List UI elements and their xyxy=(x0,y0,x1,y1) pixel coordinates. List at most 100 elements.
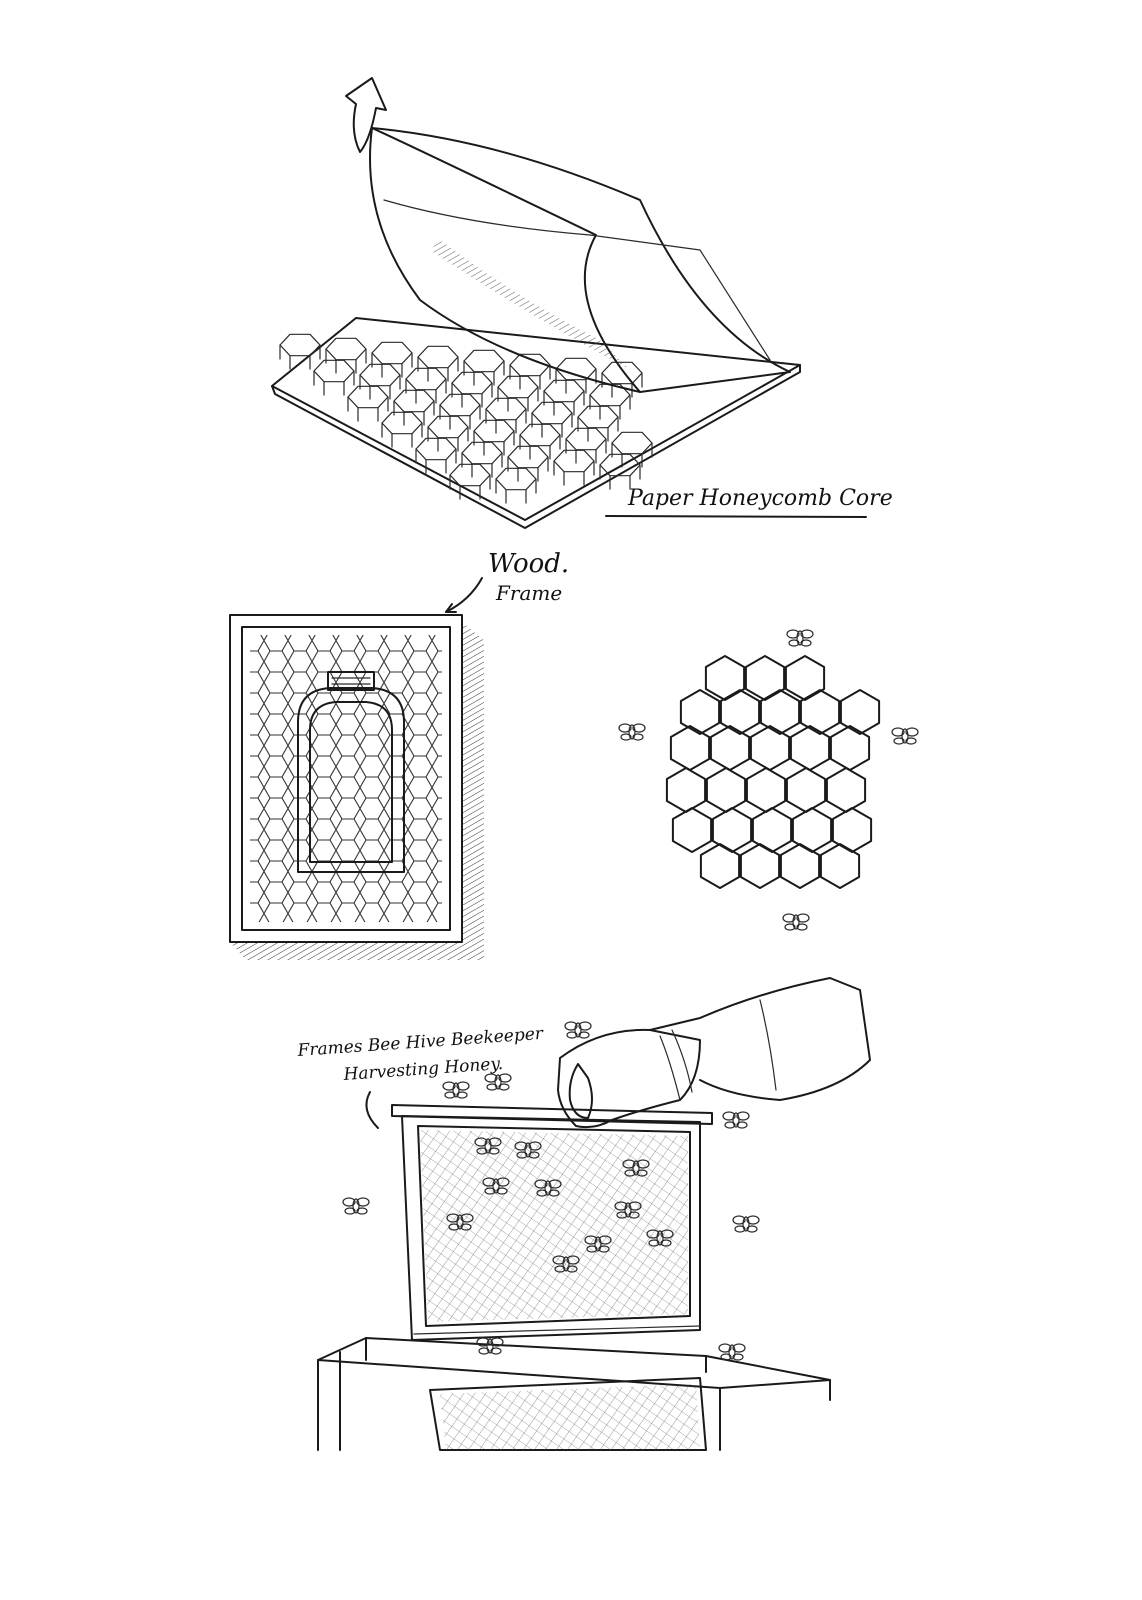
honeycomb-cell xyxy=(611,431,653,455)
bee-icon xyxy=(342,1197,370,1215)
honeycomb-cell-wall xyxy=(611,442,653,468)
mesh-hexagon xyxy=(749,725,791,771)
honeycomb-cell xyxy=(565,427,607,451)
honeycomb-cell xyxy=(473,419,515,443)
honeycomb-cell-wall xyxy=(405,378,447,404)
honeycomb-cell-wall xyxy=(381,422,423,448)
mesh-hexagon xyxy=(785,767,827,813)
honeycomb-cell xyxy=(417,345,459,369)
mesh-hexagon xyxy=(704,655,746,701)
honeycomb-cell-wall xyxy=(451,382,493,408)
mesh-hexagon xyxy=(739,843,781,889)
honeycomb-cell xyxy=(371,341,413,365)
honeycomb-cell xyxy=(485,397,527,421)
mesh-hexagon xyxy=(779,843,821,889)
paper-honeycomb-core-sketch: Paper Honeycomb Core xyxy=(271,77,893,529)
honeycomb-cell-wall xyxy=(543,390,585,416)
honeycomb-cell-wall xyxy=(553,460,595,486)
bee-icon xyxy=(618,723,646,741)
honeycomb-cell xyxy=(405,367,447,391)
honeycomb-cell xyxy=(359,363,401,387)
honeycomb-cell xyxy=(415,437,457,461)
honeycomb-cell-wall xyxy=(371,352,413,378)
honeycomb-cell-wall xyxy=(589,394,631,420)
honeycomb-cell xyxy=(427,415,469,439)
honeycomb-cell-wall xyxy=(497,386,539,412)
hive-caption-line1: Frames Bee Hive Beekeeper xyxy=(296,1024,544,1061)
honeycomb-cell-wall xyxy=(495,478,537,504)
honeycomb-cell xyxy=(451,371,493,395)
honeycomb-cell-wall xyxy=(347,396,389,422)
honeycomb-cell-wall xyxy=(359,374,401,400)
wood-frame-sketch: Wood. Frame xyxy=(229,549,569,960)
arrow-up-icon xyxy=(345,77,387,153)
mesh-hexagon xyxy=(744,655,786,701)
bee-icon xyxy=(476,1337,504,1355)
glove-hand-icon xyxy=(557,977,871,1129)
hive-frame xyxy=(391,1104,713,1341)
honeycomb-cell-wall xyxy=(555,368,597,394)
honeycomb-cell-wall xyxy=(439,404,481,430)
mesh-hexagon xyxy=(699,843,741,889)
honeycomb-cell-wall xyxy=(509,364,551,390)
honeycomb-cell xyxy=(495,467,537,491)
paper-core-caption: Paper Honeycomb Core xyxy=(627,486,893,511)
honeycomb-cell-wall xyxy=(325,348,367,374)
honeycomb-cell xyxy=(461,441,503,465)
honeycomb-cell xyxy=(531,401,573,425)
honeycomb-cell xyxy=(555,357,597,381)
mesh-hexagon xyxy=(671,807,713,853)
honeycomb-cell xyxy=(439,393,481,417)
hive-caption-line2: Harvesting Honey. xyxy=(342,1054,504,1085)
honeycomb-cell-wall xyxy=(313,370,355,396)
hive-box xyxy=(317,1337,831,1451)
honeycomb-cell xyxy=(519,423,561,447)
bee-icon xyxy=(891,727,919,745)
honeycomb-cell-wall xyxy=(507,456,549,482)
mesh-hexagon xyxy=(799,689,841,735)
honeycomb-cell xyxy=(393,389,435,413)
honeycomb-cell xyxy=(347,385,389,409)
honeycomb-cell-wall xyxy=(473,430,515,456)
mesh-hexagon xyxy=(819,843,861,889)
mesh-hexagon xyxy=(679,689,721,735)
bee-icon xyxy=(786,629,814,647)
mesh-hexagon xyxy=(709,725,751,771)
honeycomb-cell-wall xyxy=(449,474,491,500)
bee-icon xyxy=(718,1343,746,1361)
honeycomb-cell xyxy=(543,379,585,403)
honeycomb-cell-wall xyxy=(427,426,469,452)
bottle-icon xyxy=(297,671,405,873)
mesh-hexagon xyxy=(719,689,761,735)
honeycomb-cell-wall xyxy=(601,372,643,398)
honeycomb-cell xyxy=(553,449,595,473)
honeycomb-cell-wall xyxy=(461,452,503,478)
honeycomb-cell xyxy=(325,337,367,361)
mesh-hexagon xyxy=(789,725,831,771)
bee-icon xyxy=(722,1111,750,1129)
honeycomb-cell-wall xyxy=(531,412,573,438)
honeycomb-cell-wall xyxy=(565,438,607,464)
honeycomb-cell-wall xyxy=(279,344,321,370)
honeycomb-cell xyxy=(577,405,619,429)
bee-icon xyxy=(442,1081,470,1099)
honeycomb-cell-wall xyxy=(485,408,527,434)
beekeeper-sketch: Frames Bee Hive Beekeeper Harvesting Hon… xyxy=(296,977,871,1451)
paper-sheet xyxy=(371,127,791,393)
mesh-hexagon xyxy=(839,689,881,735)
bee-icon xyxy=(484,1073,512,1091)
honeycomb-mesh-sketch xyxy=(618,629,919,931)
honeycomb-cell xyxy=(313,359,355,383)
honeycomb-cell xyxy=(381,411,423,435)
honeycomb-cell-wall xyxy=(463,360,505,386)
honeycomb-cell-wall xyxy=(393,400,435,426)
mesh-hexagon xyxy=(705,767,747,813)
mesh-hexagon xyxy=(759,689,801,735)
honeycomb-cell-wall xyxy=(415,448,457,474)
honeycomb-cell xyxy=(507,445,549,469)
mesh-hexagon xyxy=(829,725,871,771)
bee-icon xyxy=(732,1215,760,1233)
honeycomb-cell xyxy=(463,349,505,373)
honeycomb-cell-wall xyxy=(599,464,641,490)
